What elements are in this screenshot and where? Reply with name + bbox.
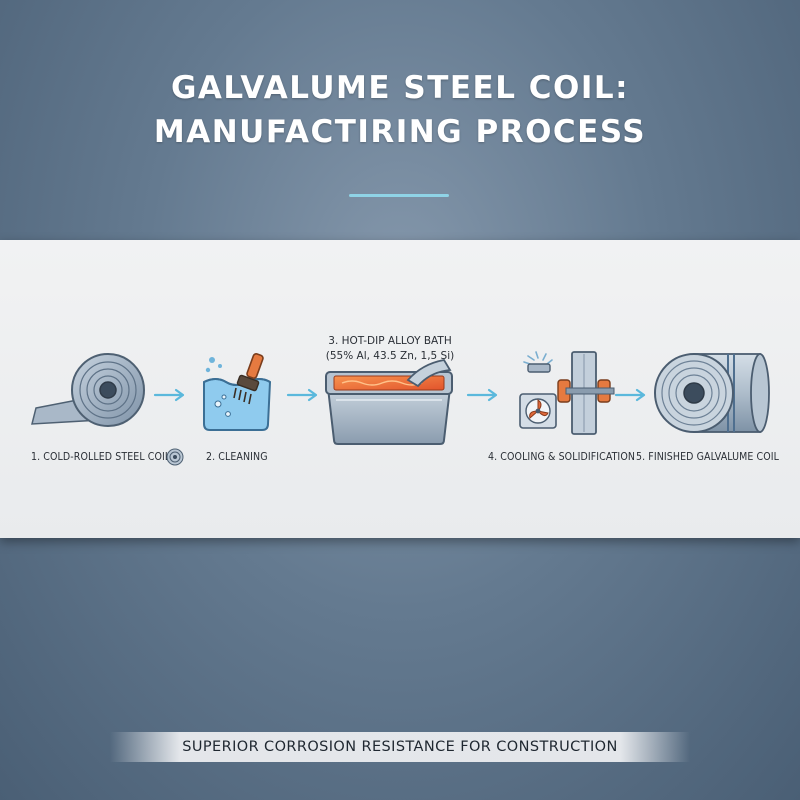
arrow-1-icon <box>153 388 185 402</box>
footer-banner: SUPERIOR CORROSION RESISTANCE FOR CONSTR… <box>110 732 690 762</box>
step-4-label: 4. COOLING & SOLIDIFICATION <box>488 451 636 463</box>
finished-coil-icon <box>654 353 770 433</box>
title-divider <box>349 194 449 197</box>
steel-coil-icon <box>31 353 145 427</box>
process-panel: 1. COLD-ROLLED STEEL COIL 2. CLEANING 3.… <box>0 240 800 538</box>
cleaning-tank-icon <box>203 353 272 431</box>
step-3-label: 3. HOT-DIP ALLOY BATH (55% Al, 43.5 Zn, … <box>300 334 480 364</box>
footer-tagline: SUPERIOR CORROSION RESISTANCE FOR CONSTR… <box>182 739 618 755</box>
step-3-label-line-1: 3. HOT-DIP ALLOY BATH <box>328 335 452 347</box>
arrow-3-icon <box>466 388 498 402</box>
cooling-rollers-icon <box>519 351 615 435</box>
coil-small-icon <box>166 448 184 466</box>
title-line-1: GALVALUME STEEL COIL: <box>170 70 630 106</box>
step-1-label: 1. COLD-ROLLED STEEL COIL <box>31 451 171 463</box>
arrow-4-icon <box>614 388 646 402</box>
step-3-label-line-2: (55% Al, 43.5 Zn, 1,5 Si) <box>325 350 455 362</box>
title-line-2: MANUFACTIRING PROCESS <box>153 114 647 150</box>
page-title: GALVALUME STEEL COIL: MANUFACTIRING PROC… <box>0 66 800 154</box>
step-2-label: 2. CLEANING <box>206 451 268 463</box>
alloy-bath-icon <box>325 359 453 445</box>
step-5-label: 5. FINISHED GALVALUME COIL <box>636 451 780 463</box>
arrow-2-icon <box>286 388 318 402</box>
